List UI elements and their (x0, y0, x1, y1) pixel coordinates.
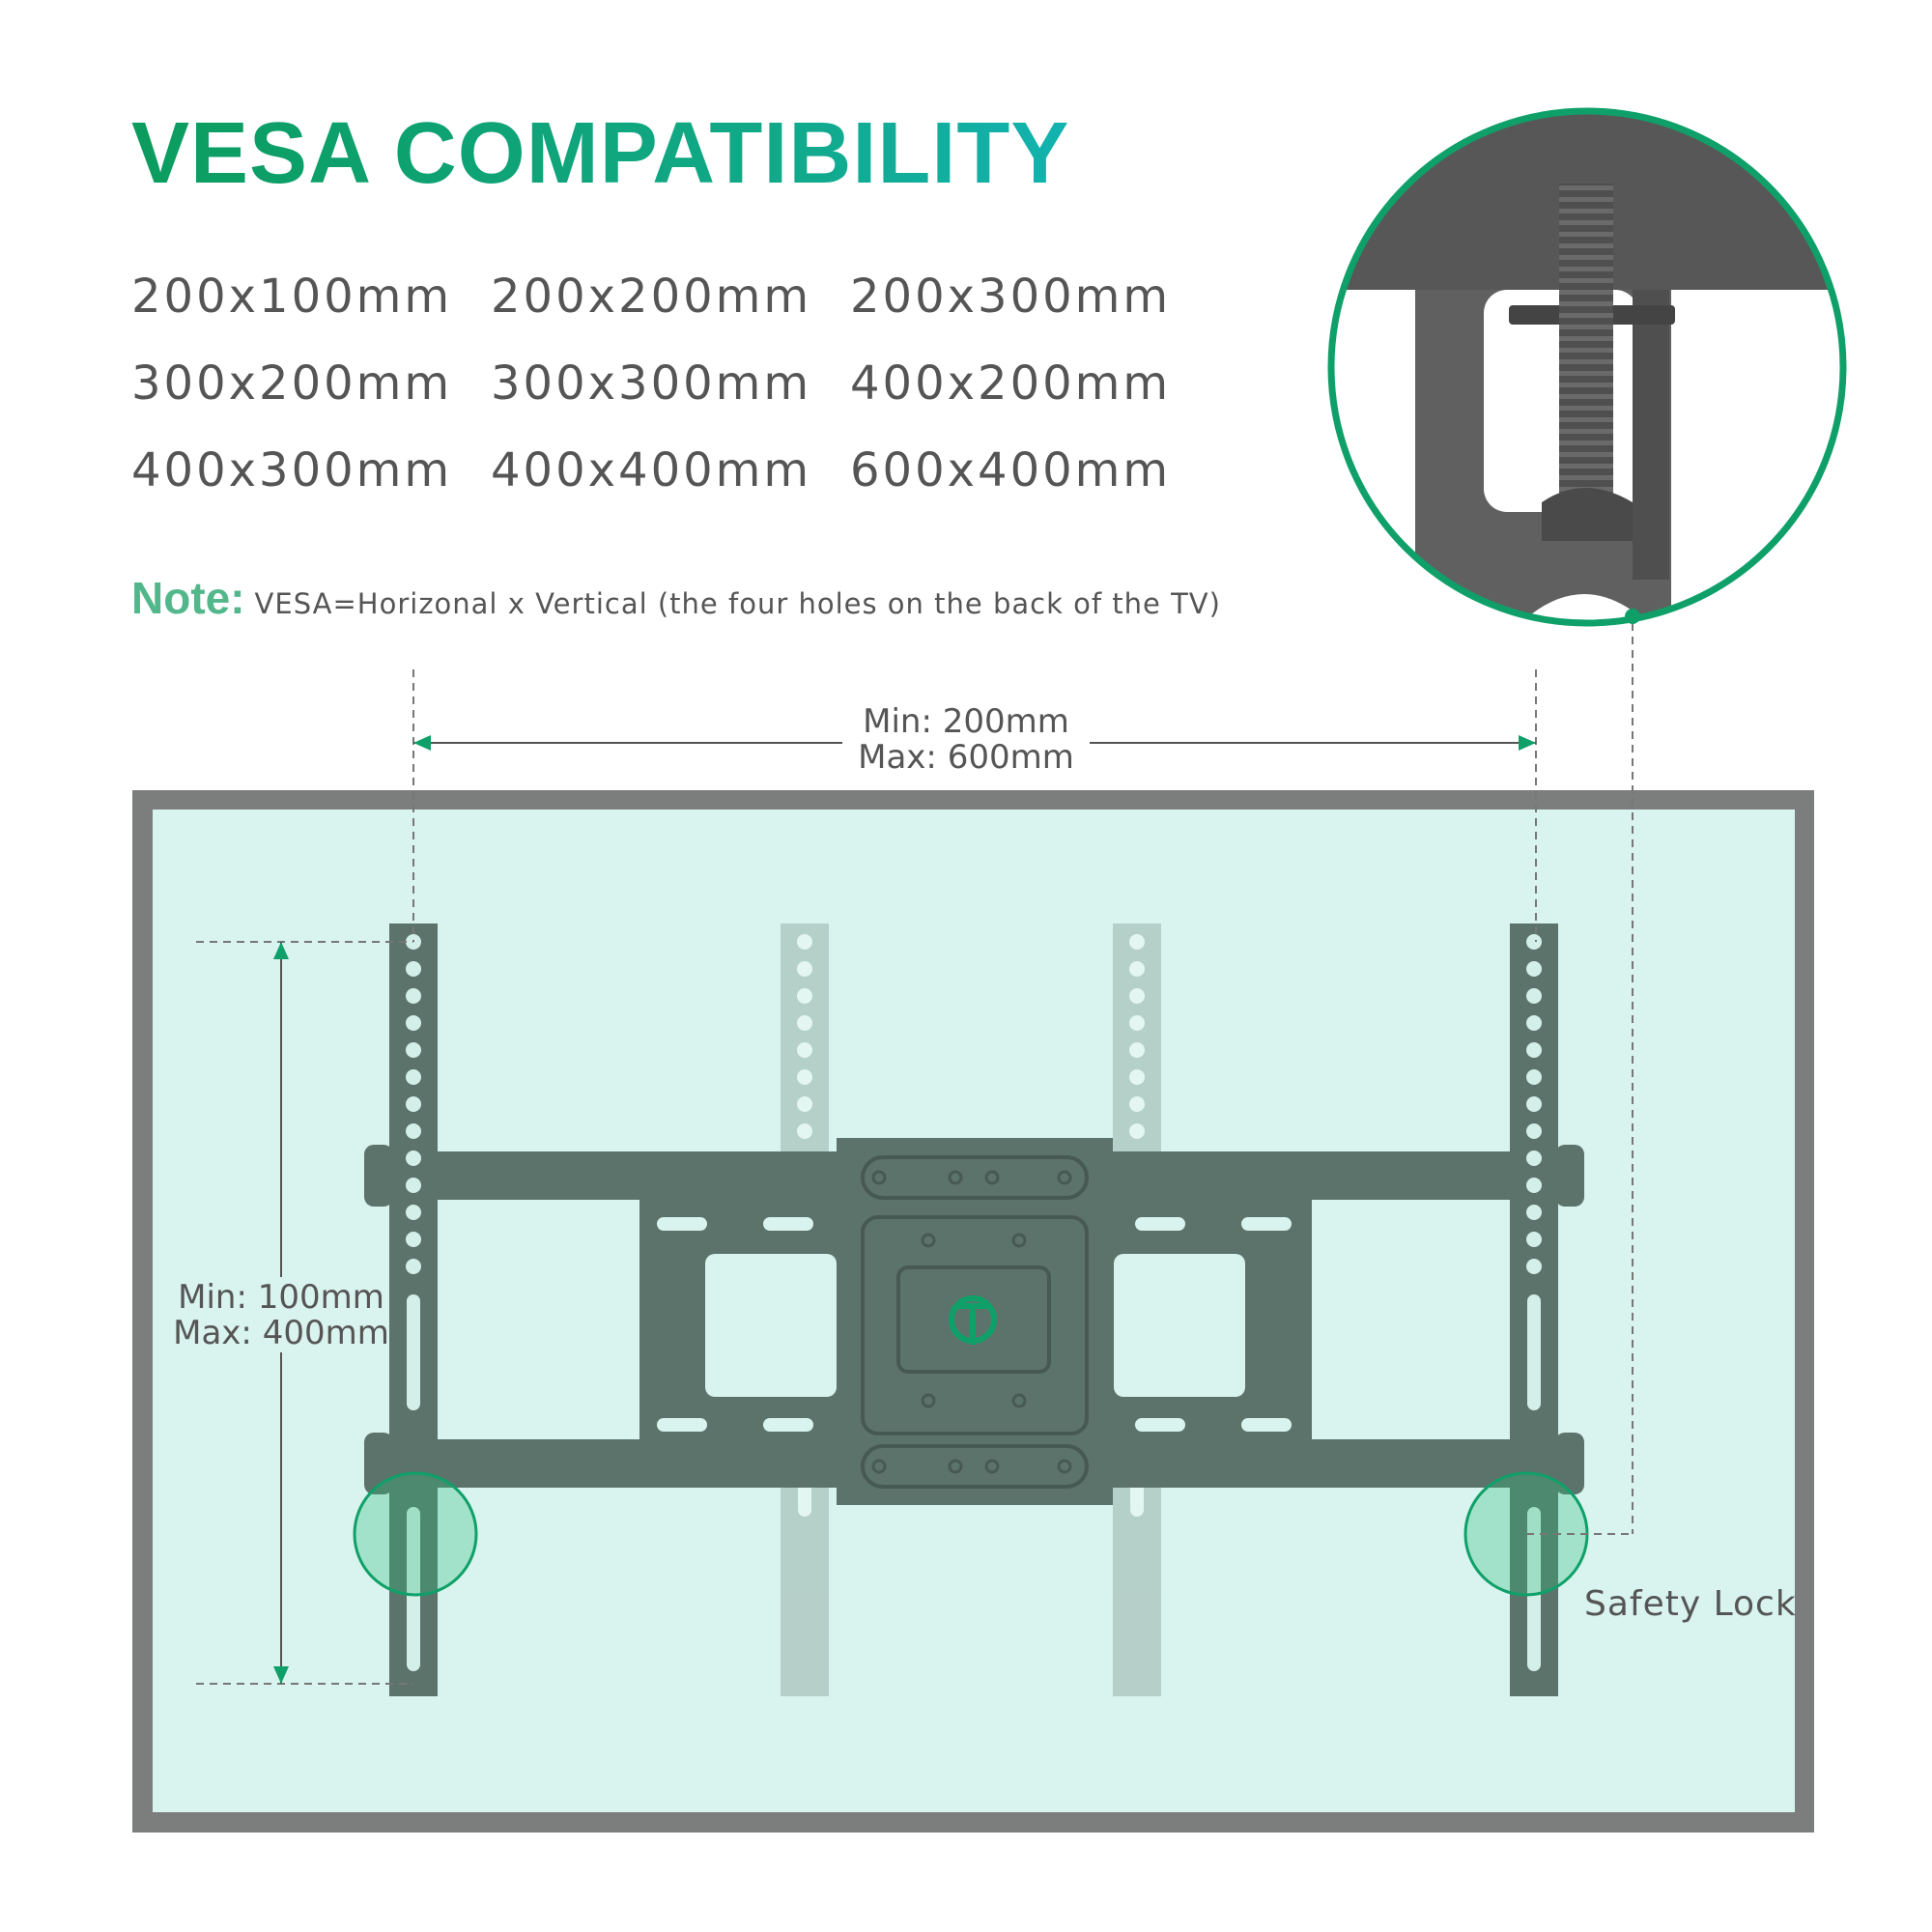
brand-logo-icon (949, 1295, 997, 1345)
vesa-size: 600x400mm (850, 443, 1172, 497)
note: Note: VESA=Horizonal x Vertical (the four… (131, 572, 1221, 624)
safety-lock-zoom-inset (1327, 107, 1847, 627)
vertical-max-text: Max: 400mm (173, 1314, 389, 1352)
arrow-right-icon (1519, 735, 1536, 751)
arrow-left-icon (413, 735, 431, 751)
center-plate (837, 1138, 1113, 1505)
vesa-size: 200x100mm (131, 270, 453, 324)
horizontal-max-text: Max: 600mm (858, 738, 1074, 777)
note-label: Note: (131, 573, 245, 623)
vertical-dimension-label: Min: 100mm Max: 400mm (158, 1280, 404, 1351)
vesa-size-grid: 200x100mm 200x200mm 200x300mm 300x200mm … (131, 272, 1209, 495)
vesa-size: 400x300mm (131, 443, 453, 497)
vesa-size: 200x200mm (491, 270, 812, 324)
outer-rails (389, 923, 1558, 1696)
horizontal-dimension-label: Min: 200mm Max: 600mm (850, 704, 1082, 776)
safety-lock-label: Safety Lock (1584, 1584, 1797, 1624)
safety-lock-marker-left (353, 1471, 478, 1597)
vesa-size: 200x300mm (850, 270, 1172, 324)
note-text: VESA=Horizonal x Vertical (the four hole… (254, 587, 1221, 620)
vesa-size: 300x300mm (491, 356, 812, 411)
arrow-up-icon (273, 942, 289, 959)
vesa-size: 300x200mm (131, 356, 453, 411)
vesa-size: 400x400mm (491, 443, 812, 497)
dimension-guides (196, 623, 1634, 1685)
arrow-down-icon (273, 1666, 289, 1684)
vesa-size: 400x200mm (850, 356, 1172, 411)
vertical-min-text: Min: 100mm (178, 1278, 384, 1317)
page-title: VESA COMPATIBILITY (131, 105, 1070, 202)
wall-plate-cutouts (657, 1217, 1292, 1432)
horizontal-min-text: Min: 200mm (863, 702, 1069, 741)
